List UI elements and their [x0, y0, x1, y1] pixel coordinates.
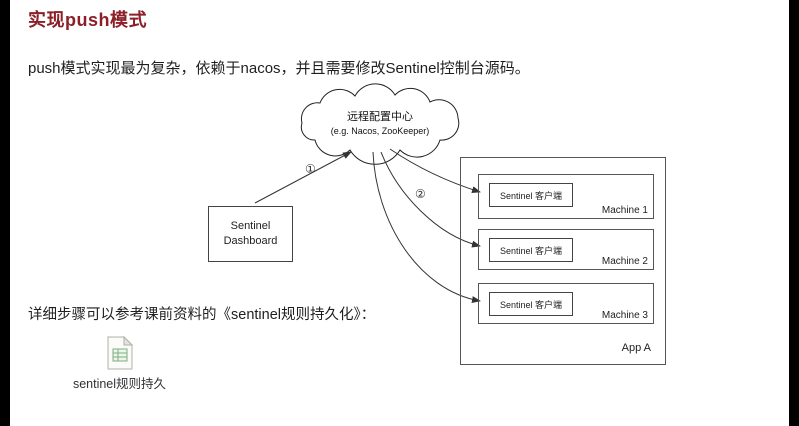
arrow-label-1: ① [305, 162, 316, 176]
config-center-node: 远程配置中心 (e.g. Nacos, ZooKeeper) [300, 108, 460, 136]
config-center-title: 远程配置中心 [347, 111, 413, 123]
machine-2-node: Sentinel 客户端 Machine 2 [478, 229, 654, 270]
dashboard-label-line2: Dashboard [223, 235, 278, 247]
right-black-bar [789, 0, 799, 426]
dashboard-label-line1: Sentinel [230, 220, 271, 233]
config-center-subtitle: (e.g. Nacos, ZooKeeper) [330, 126, 430, 136]
arrow-dashboard-to-config-center [254, 151, 352, 204]
machine-name-label: Machine 1 [601, 205, 648, 216]
left-black-bar [0, 0, 10, 426]
page-title: 实现push模式 [28, 10, 147, 30]
sentinel-client-box: Sentinel 客户端 [489, 238, 573, 262]
intro-text: push模式实现最为复杂，依赖于nacos，并且需要修改Sentinel控制台源… [28, 60, 530, 77]
machine-3-node: Sentinel 客户端 Machine 3 [478, 283, 654, 324]
sentinel-client-box: Sentinel 客户端 [489, 183, 573, 207]
machine-1-node: Sentinel 客户端 Machine 1 [478, 174, 654, 219]
app-a-label: App A [621, 342, 651, 354]
attachment-file[interactable]: sentinel规则持久 [62, 336, 177, 392]
app-a-container: Sentinel 客户端 Machine 1 Sentinel 客户端 Mach… [460, 157, 666, 365]
sentinel-dashboard-node: Sentinel Dashboard [208, 206, 293, 262]
machine-name-label: Machine 3 [601, 310, 648, 321]
sentinel-client-box: Sentinel 客户端 [489, 292, 573, 316]
attachment-label[interactable]: sentinel规则持久 [72, 377, 167, 391]
arrow-label-2: ② [415, 187, 426, 201]
file-icon [107, 336, 133, 370]
machine-name-label: Machine 2 [601, 256, 648, 267]
reference-text: 详细步骤可以参考课前资料的《sentinel规则持久化》： [28, 307, 376, 323]
